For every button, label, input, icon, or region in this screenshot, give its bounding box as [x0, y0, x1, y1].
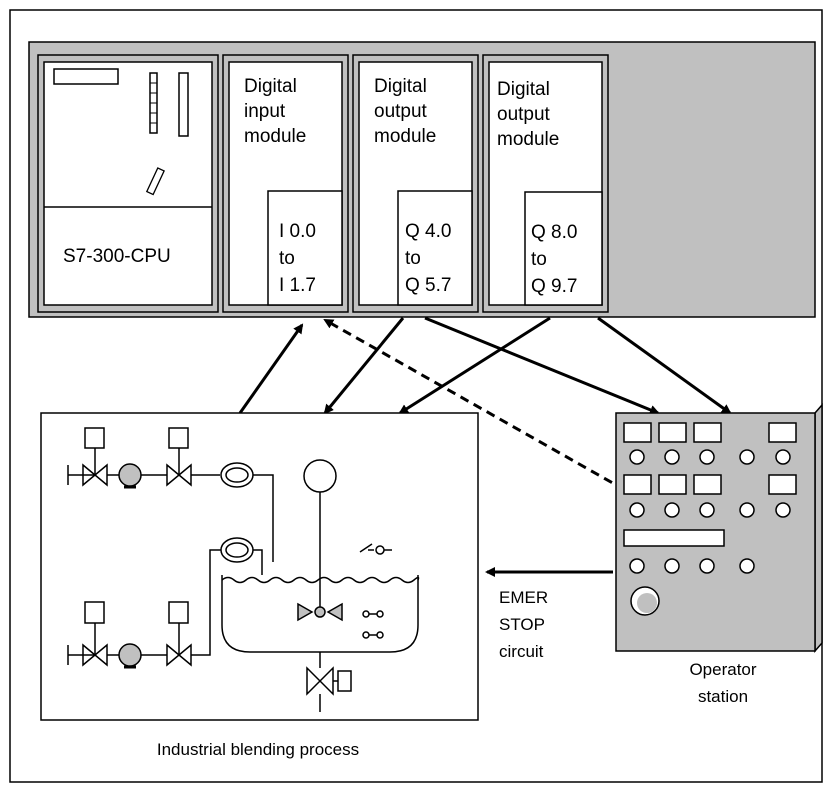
cpu-led-column [149, 72, 158, 134]
address-line: to [405, 248, 421, 269]
address-line: Q 9.7 [531, 276, 577, 297]
module-label-line: input [244, 101, 286, 122]
arrow-output2-to-process [398, 316, 551, 415]
address-box [524, 191, 603, 306]
lamp-row-3 [629, 558, 755, 574]
arrow-output1-to-operator [424, 316, 660, 415]
mixer-blade-icon [297, 602, 343, 622]
pump-icon [118, 643, 142, 667]
indicator-buttons-row-2 [623, 474, 797, 495]
level-sensor-icon [362, 631, 384, 639]
address-line: Q 5.7 [405, 275, 451, 296]
cpu-memory-slot [178, 72, 189, 137]
cpu-key-switch [145, 167, 165, 196]
valve-icon [166, 643, 192, 667]
level-sensor-icon [362, 610, 384, 618]
actuator-icon [84, 601, 105, 624]
operator-panel-side [814, 403, 823, 653]
signal-arrows [238, 316, 732, 577]
cpu-display [53, 68, 119, 85]
emer-stop-label-line: circuit [499, 642, 544, 661]
module-label-line: Digital [374, 76, 427, 97]
process-caption: Industrial blending process [157, 740, 359, 759]
lower-feed-line [67, 537, 263, 669]
indicator-buttons-row-1 [623, 422, 797, 443]
actuator-icon [168, 601, 189, 624]
blending-process [40, 412, 479, 721]
cpu-label: S7-300-CPU [63, 246, 171, 267]
process-box [40, 412, 479, 721]
digital-input-module: Digital input module I 0.0 to I 1.7 [222, 54, 349, 313]
module-label-line: output [497, 104, 551, 125]
address-box [397, 190, 473, 306]
emer-stop-label-line: STOP [499, 615, 545, 634]
drain-valve-icon [306, 666, 334, 696]
mixer-motor-icon [303, 459, 337, 493]
lamp-row-2 [629, 502, 791, 518]
module-label-line: module [497, 129, 559, 150]
mixing-tank [221, 459, 420, 712]
address-line: Q 4.0 [405, 221, 451, 242]
drain-actuator-icon [337, 670, 352, 692]
address-line: I 0.0 [279, 221, 316, 242]
cpu-module: S7-300-CPU [37, 54, 219, 313]
upper-feed-line [67, 427, 274, 562]
valve-icon [82, 463, 108, 487]
module-label-line: Digital [497, 79, 550, 100]
valve-icon [166, 463, 192, 487]
address-line: to [531, 249, 547, 270]
valve-icon [82, 643, 108, 667]
emer-stop-label-line: EMER [499, 588, 548, 607]
digital-output-module-2: Digital output module Q 8.0 to Q 9.7 [482, 54, 609, 313]
address-line: Q 8.0 [531, 222, 577, 243]
dashed-arrow-operator-to-input [323, 318, 626, 492]
digital-output-module-1: Digital output module Q 4.0 to Q 5.7 [352, 54, 479, 313]
plc-rack: S7-300-CPU Digital input module I 0.0 to… [28, 41, 816, 318]
lamp-row-1 [629, 449, 791, 465]
actuator-icon [84, 427, 105, 449]
address-line: to [279, 248, 295, 269]
module-label-line: module [374, 126, 436, 147]
pump-icon [118, 463, 142, 487]
liquid-surface [221, 576, 420, 584]
address-box [267, 190, 343, 306]
level-sensor-icon [359, 543, 392, 555]
arrow-output1-to-process [323, 317, 405, 415]
address-line: I 1.7 [279, 275, 316, 296]
operator-station [615, 403, 823, 653]
operator-label-line: station [698, 687, 748, 706]
arrow-process-to-input [238, 323, 304, 414]
actuator-icon [168, 427, 189, 449]
arrow-output2-to-operator [597, 316, 732, 415]
module-label-line: module [244, 126, 306, 147]
module-label-line: output [374, 101, 428, 122]
operator-label-line: Operator [689, 660, 756, 679]
panel-display-strip [623, 529, 725, 547]
outer-frame [9, 9, 823, 783]
module-label-line: Digital [244, 76, 297, 97]
